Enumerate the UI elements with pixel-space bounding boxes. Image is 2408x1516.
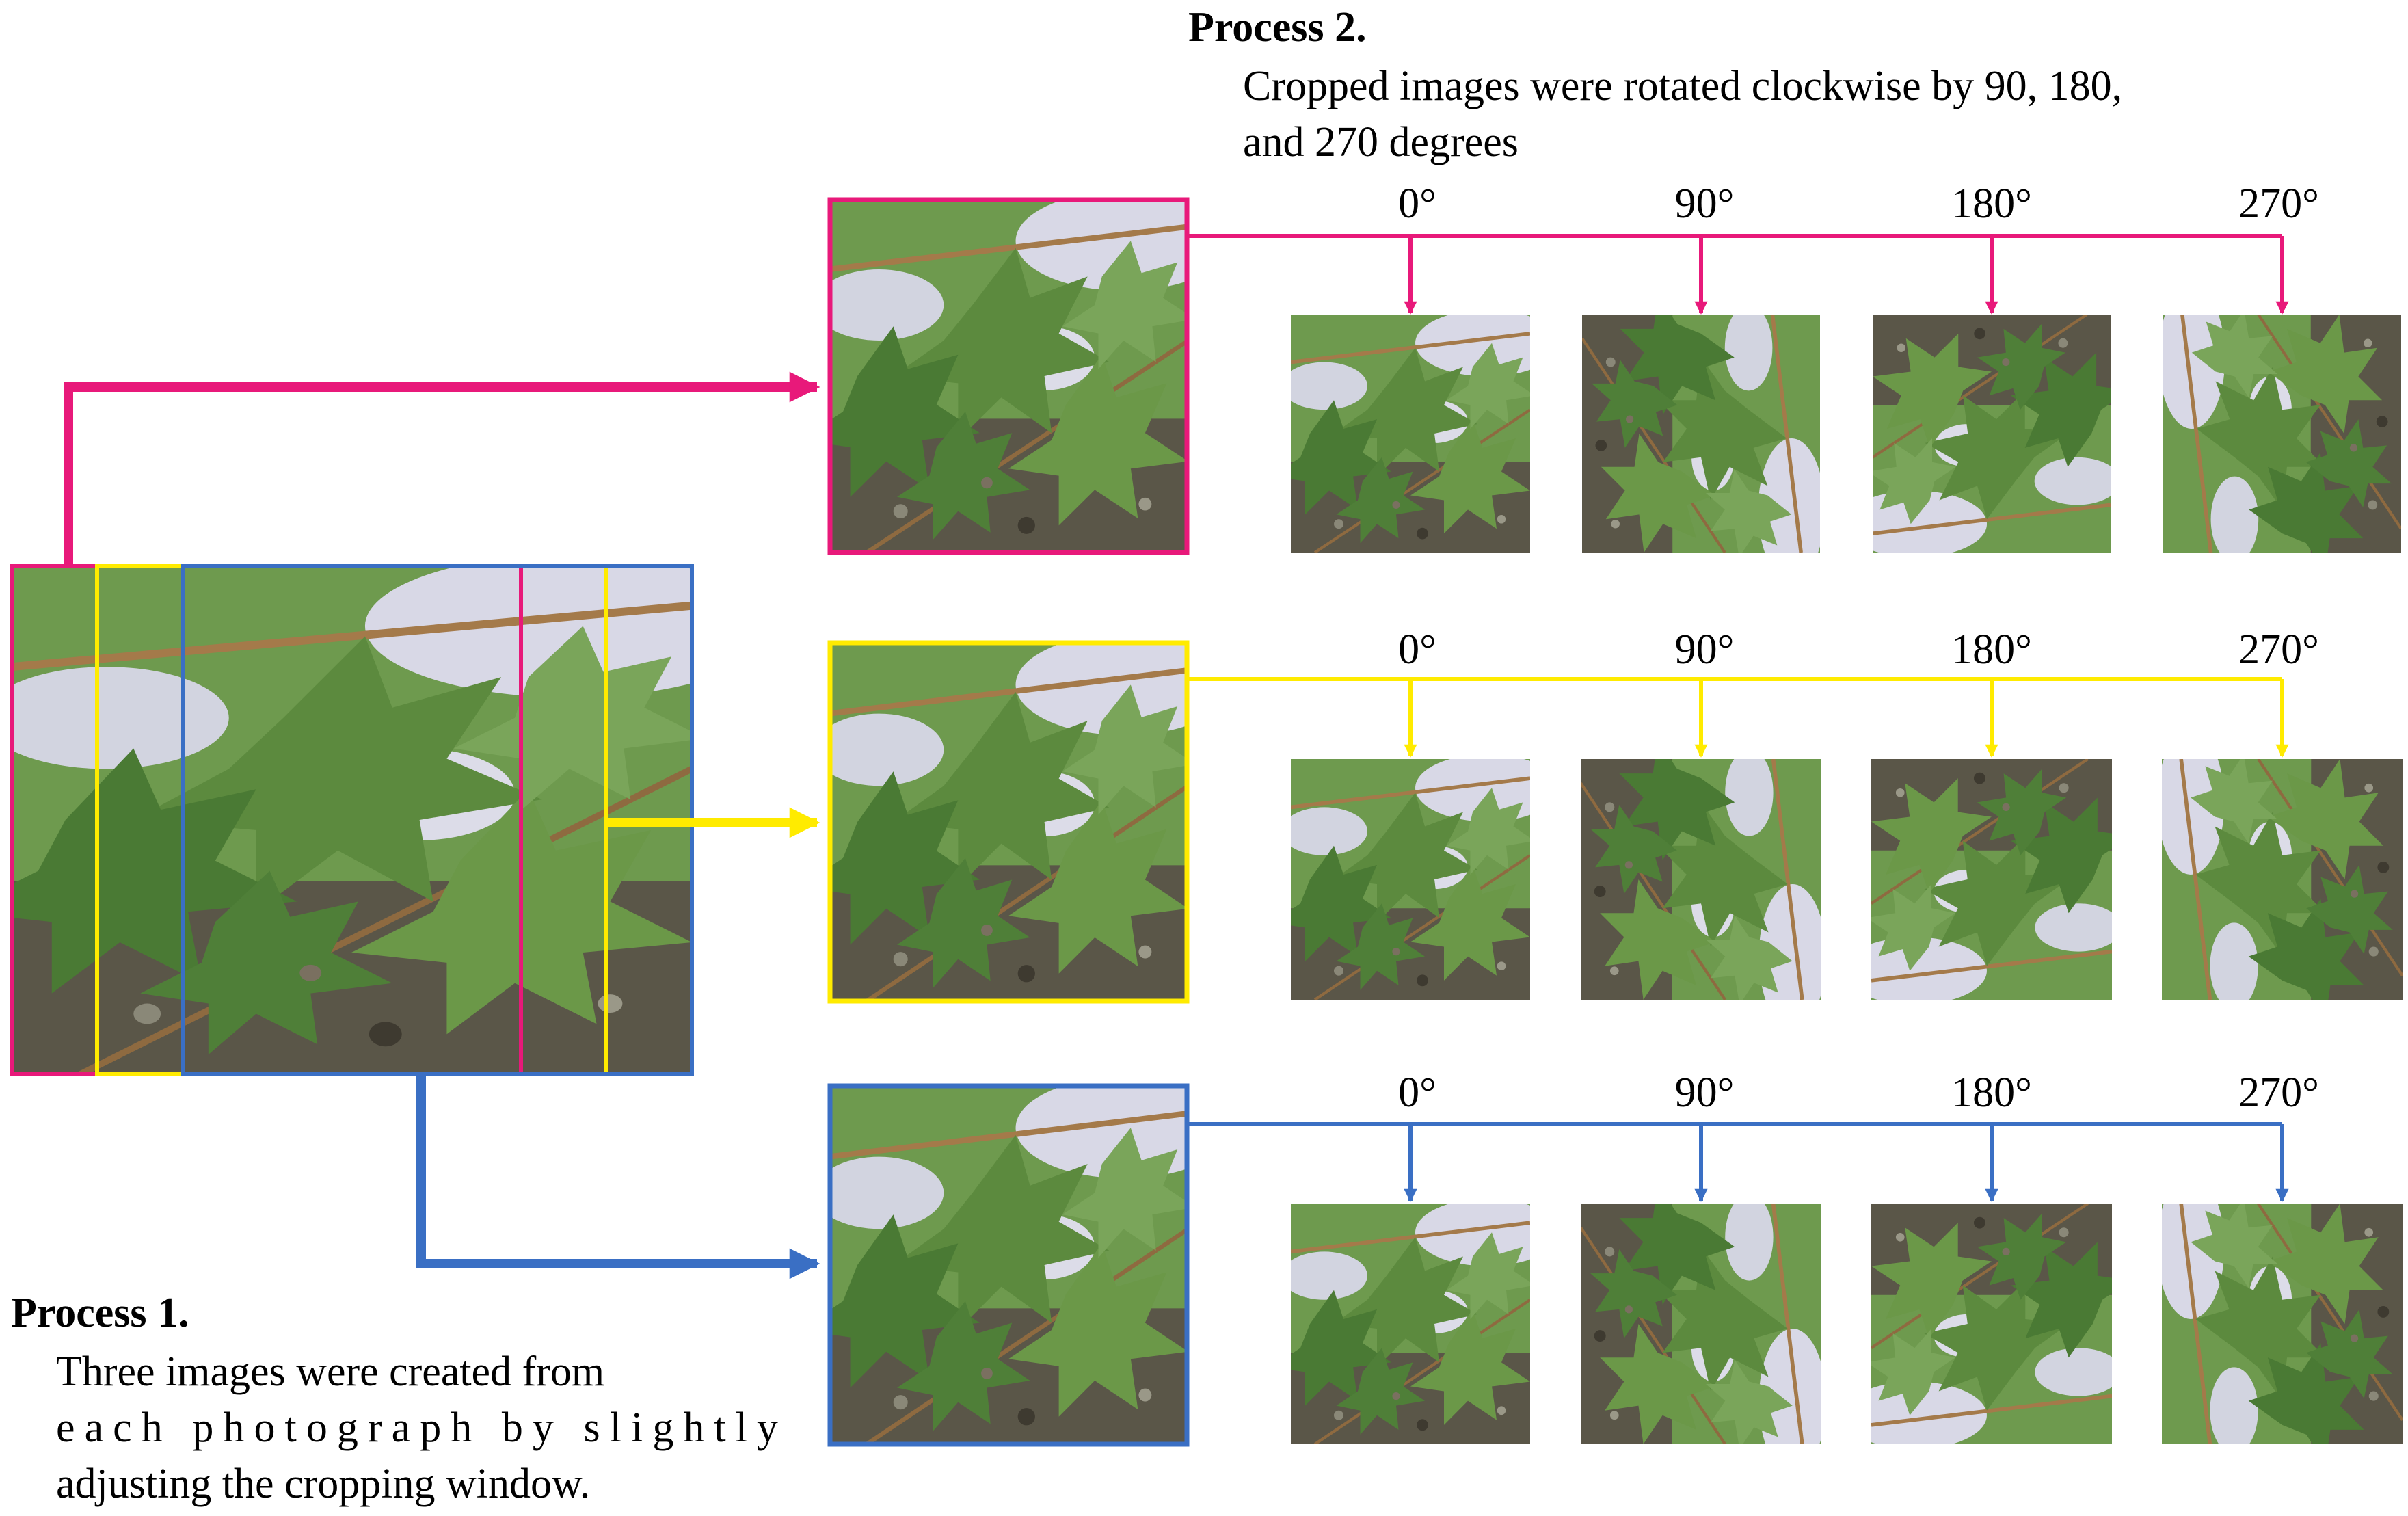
leaf-photo-icon <box>1272 1199 1559 1444</box>
rotated-yellow-0 <box>1272 754 1559 1000</box>
angle-label-blue-90: 90° <box>1675 1069 1735 1116</box>
crop-row-pink: 0° 90° 180° 270° <box>800 181 2401 581</box>
leaf-photo-icon <box>1843 1204 2131 1449</box>
arrow-pink-to-crop <box>64 371 820 566</box>
angle-label-blue-0: 0° <box>1398 1069 1436 1116</box>
rotated-blue-0 <box>1272 1199 1559 1444</box>
leaf-photo-icon <box>800 634 1231 1002</box>
rotated-pink-90 <box>1582 295 1825 581</box>
rotated-pink-180 <box>1844 315 2130 557</box>
process1-line-2: each photograph by slightly <box>56 1405 778 1451</box>
crop-frame-pink <box>827 197 1190 555</box>
rotated-yellow-270 <box>2157 730 2403 1019</box>
angle-label-pink-90: 90° <box>1675 181 1735 227</box>
rotated-blue-180 <box>1843 1204 2131 1449</box>
leaf-photo-icon <box>1844 315 2130 557</box>
rotated-pink-270 <box>2158 286 2401 572</box>
angle-label-pink-0: 0° <box>1398 181 1436 227</box>
leaf-photo-icon <box>800 191 1231 554</box>
rotated-pink-0 <box>1272 310 1559 553</box>
leaf-photo-icon <box>2158 286 2401 572</box>
process2-line-1: Cropped images were rotated clockwise by… <box>1243 63 2122 109</box>
angle-label-yellow-180: 180° <box>1951 626 2032 673</box>
rotated-blue-90 <box>1581 1184 1826 1473</box>
rotated-blue-270 <box>2157 1175 2403 1463</box>
angle-label-yellow-270: 270° <box>2238 626 2319 673</box>
process1-line-3: adjusting the cropping window. <box>56 1461 590 1507</box>
crop-row-yellow: 0° 90° 180° 270° <box>800 626 2403 1028</box>
process2-line-2: and 270 degrees <box>1243 119 1519 165</box>
leaf-photo-icon <box>1581 1184 1826 1473</box>
arrow-blue-to-crop <box>416 1074 820 1279</box>
leaf-photo-icon <box>1843 759 2131 1005</box>
angle-label-blue-270: 270° <box>2238 1069 2319 1116</box>
leaf-photo-icon <box>0 555 774 1075</box>
angle-label-pink-180: 180° <box>1951 181 2032 227</box>
rotated-yellow-90 <box>1581 740 1826 1028</box>
process1-line-1: Three images were created from <box>56 1348 604 1395</box>
crop-row-blue: 0° 90° 180° 270° <box>800 1069 2403 1473</box>
leaf-photo-icon <box>1272 754 1559 1000</box>
leaf-photo-icon <box>1582 295 1825 581</box>
process1-heading: Process 1. <box>11 1290 189 1336</box>
crop-frame-yellow <box>827 640 1190 1004</box>
leaf-photo-icon <box>1272 310 1559 553</box>
rotated-yellow-180 <box>1843 759 2131 1005</box>
leaf-photo-icon <box>1581 740 1826 1028</box>
leaf-photo-icon <box>800 1077 1231 1446</box>
crop-frame-blue <box>827 1083 1190 1447</box>
angle-label-pink-270: 270° <box>2238 181 2319 227</box>
angle-label-yellow-0: 0° <box>1398 626 1436 673</box>
process2-heading: Process 2. <box>1188 4 1367 51</box>
original-photograph <box>0 555 774 1076</box>
angle-label-blue-180: 180° <box>1951 1069 2032 1116</box>
leaf-photo-icon <box>2157 1175 2403 1463</box>
angle-label-yellow-90: 90° <box>1675 626 1735 673</box>
leaf-photo-icon <box>2157 730 2403 1019</box>
